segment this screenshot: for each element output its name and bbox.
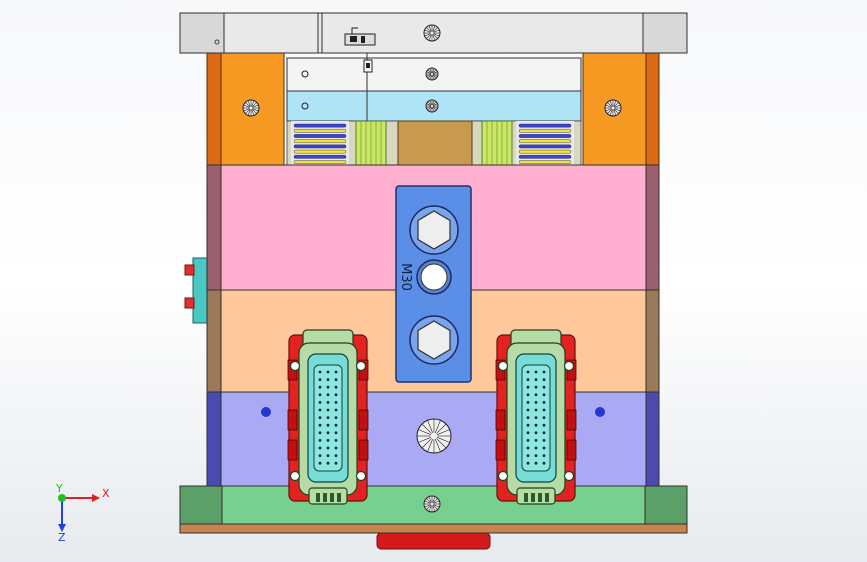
locating-ring[interactable] — [376, 532, 491, 550]
hex-bolt-bottom[interactable] — [409, 315, 459, 365]
return-pin-right — [481, 120, 513, 166]
bolt-icon[interactable] — [423, 495, 441, 513]
dimple-right — [595, 407, 605, 417]
hex-bolt-top[interactable] — [409, 205, 459, 255]
bolt-icon[interactable] — [425, 67, 439, 81]
spring-right — [516, 121, 574, 165]
support-plate[interactable] — [206, 391, 660, 488]
connector-left[interactable] — [287, 329, 369, 505]
triad-z-label: Z — [58, 531, 66, 544]
triad-x-label: X — [102, 487, 110, 500]
side-connector[interactable] — [184, 257, 208, 324]
bolt-icon[interactable] — [604, 99, 622, 117]
bolt-icon[interactable] — [423, 24, 441, 42]
limit-switch-icon — [344, 27, 376, 121]
connector-right[interactable] — [495, 329, 577, 505]
axis-triad-icon[interactable]: X Y Z — [55, 482, 110, 544]
screw-icon[interactable] — [301, 102, 309, 110]
center-hole — [416, 259, 452, 295]
screw-icon[interactable] — [301, 70, 309, 78]
triad-y-label: Y — [55, 482, 63, 495]
sprue-bushing[interactable] — [397, 120, 473, 166]
dimple-left — [261, 407, 271, 417]
bolt-icon[interactable] — [425, 99, 439, 113]
center-lock-bar[interactable]: M30 — [395, 185, 472, 383]
bolt-icon[interactable] — [416, 418, 452, 454]
return-pin-left — [355, 120, 387, 166]
spring-left — [291, 121, 349, 165]
bar-engraving: M30 — [398, 263, 413, 291]
bolt-icon[interactable] — [242, 99, 260, 117]
